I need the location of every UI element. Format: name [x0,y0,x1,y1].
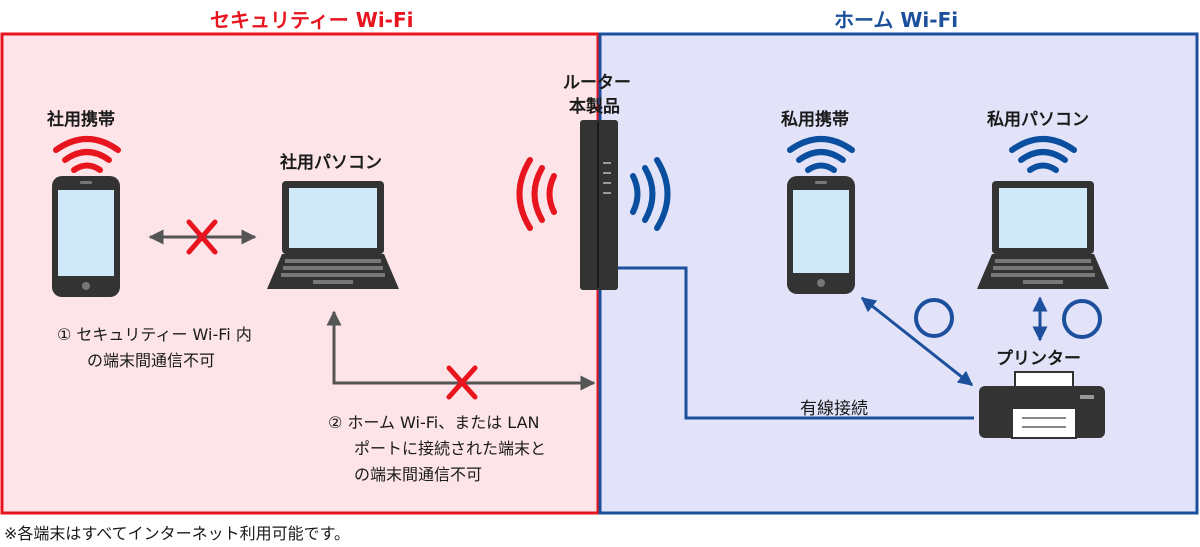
router-label-line1: ルーター [563,73,631,93]
allowed-circle-icon-2 [1062,299,1102,339]
note-1-line-1: ① セキュリティー Wi-Fi 内 [57,325,252,344]
note-1-line-2: の端末間通信不可 [87,351,216,370]
company-laptop-icon [267,181,399,289]
note-2-line-2: ポートに接続された端末と [354,439,547,458]
blocked-x-icon-2 [446,365,478,400]
private-laptop-icon [977,181,1109,289]
note-2-line-1: ② ホーム Wi-Fi、または LAN [328,413,540,432]
company-phone-icon [52,176,120,297]
wifi-signal-icon-private-pc [1009,136,1077,173]
home-wifi-zone [598,32,1199,515]
printer-icon [979,371,1105,439]
company-pc-label: 社用パソコン [280,153,382,173]
blocked-x-icon [186,219,218,255]
footnote: ※各端末はすべてインターネット利用可能です。 [4,524,351,543]
note-2-line-3: の端末間通信不可 [354,465,483,484]
blocked-path-arrow [326,310,596,391]
wired-connection-label: 有線接続 [800,399,868,419]
wired-connection-line [618,266,974,420]
allowed-link-arrow-phone-printer [860,296,974,387]
wifi-signal-icon [53,136,121,173]
allowed-circle-icon [914,298,954,338]
router-red-signal-icon [516,157,557,231]
private-pc-label: 私用パソコン [987,110,1089,130]
router-blue-signal-icon [630,157,671,231]
printer-label: プリンター [996,349,1081,369]
router-label-line2: 本製品 [569,97,620,117]
wifi-signal-icon-private-phone [787,136,855,173]
security-wifi-title: セキュリティー Wi-Fi [210,8,414,32]
note-2: ② ホーム Wi-Fi、または LAN ポートに接続された端末と の端末間通信不… [328,410,546,488]
note-1: ① セキュリティー Wi-Fi 内 の端末間通信不可 [57,322,252,374]
home-wifi-title: ホーム Wi-Fi [834,8,959,32]
company-phone-label: 社用携帯 [47,110,115,130]
private-phone-icon [787,176,855,294]
router-icon [580,120,618,290]
private-phone-label: 私用携帯 [781,110,849,130]
